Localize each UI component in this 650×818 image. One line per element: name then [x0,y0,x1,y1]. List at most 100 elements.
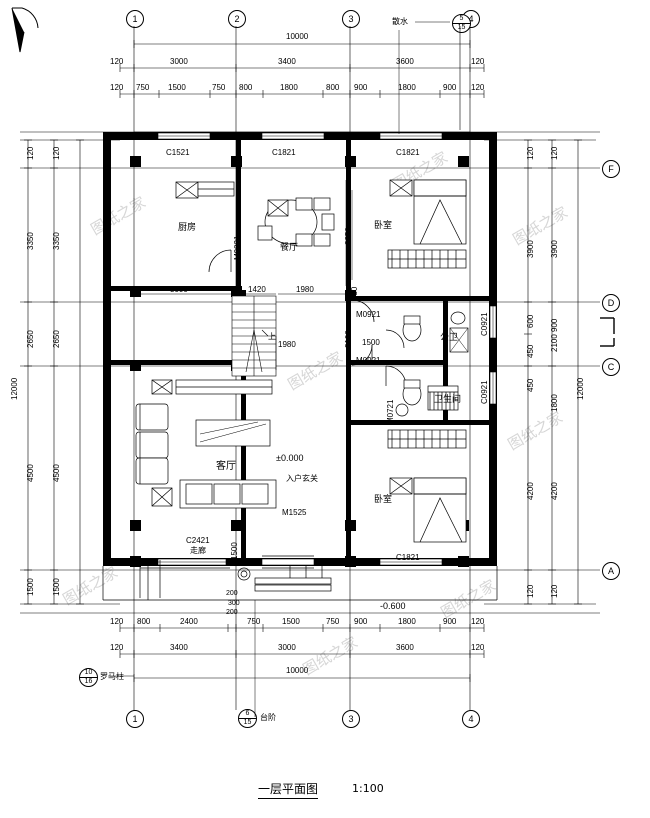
dim-bot1-750b: 750 [326,617,340,626]
room-label-bedroom-1: 卧室 [374,221,393,231]
door-tag-M0921-b: M0921 [356,310,381,319]
dim-right2-120b: 120 [550,584,559,598]
grid-bubble-4-bottom: 4 [462,710,480,728]
window-tag-C2421: C2421 [186,536,210,545]
dim-right2-3900: 3900 [550,240,559,258]
interior-dim-550: 550 [350,286,359,300]
dim-bot2-120b: 120 [471,643,485,652]
dim-left2-4500: 4500 [52,464,61,482]
window-tag-C1521: C1521 [166,148,190,157]
room-label-public-wc: 公卫 [440,333,459,343]
interior-dim-3350: 3350 [344,227,353,245]
dim-right1-120: 120 [526,146,535,160]
grid-bubble-1-top: 1 [126,10,144,28]
level-mark-porch: -0.600 [380,601,406,611]
room-label-bedroom-2: 卧室 [374,495,393,505]
dim-right-overall: 12000 [576,377,585,400]
dim-bot2-3600: 3600 [396,643,414,652]
callout-label-luomazhu: 罗马柱 [100,672,124,681]
dim-left1-2650: 2650 [26,330,35,348]
window-tag-C0921-b: C0921 [480,380,489,404]
level-mark-ground: ±0.000 [276,453,304,463]
room-label-living: 客厅 [216,461,236,472]
dim-right2-2100: 2100 [550,334,559,352]
window-tag-C0921-a: C0921 [480,312,489,336]
window-tag-C1821-a: C1821 [272,148,296,157]
dim-left2-3350: 3350 [52,232,61,250]
dim-right1-3900: 3900 [526,240,535,258]
dim-right2-120: 120 [550,146,559,160]
dim-top2-1800: 1800 [280,83,298,92]
dim-right2-1800: 1800 [550,394,559,412]
dim-bot-overall: 10000 [286,666,309,675]
interior-dim-3000: 3000 [170,285,188,294]
callout-top: 6 [245,710,250,717]
dim-top-overall: 10000 [286,32,309,41]
door-tag-M1525: M1525 [282,508,307,517]
dim-right1-600: 600 [526,314,535,328]
dim-bot1-1800: 1800 [398,617,416,626]
interior-dim-1980: 1980 [296,285,314,294]
interior-dim-1980b: 1980 [278,340,296,349]
room-label-kitchen: 厨房 [178,223,197,233]
callout-bubble-taijie: 6 15 [238,709,257,728]
grid-bubble-D: D [602,294,620,312]
grid-bubble-A: A [602,562,620,580]
interior-dim-1420: 1420 [248,285,266,294]
dim-bot1-750: 750 [247,617,261,626]
dim-top-120-left: 120 [110,57,124,66]
dim-top2-900b: 900 [443,83,457,92]
dim-top2-1500: 1500 [168,83,186,92]
dim-right1-450: 450 [526,344,535,358]
interior-dim-2100: 2100 [344,330,353,348]
dim-bot2-120: 120 [110,643,124,652]
dim-left2-1500: 1500 [52,578,61,596]
dim-right1-4200: 4200 [526,482,535,500]
callout-label-taijie: 台阶 [260,713,276,722]
dim-top2-900: 900 [354,83,368,92]
dim-left1-4500: 4500 [26,464,35,482]
callout-bottom: 15 [239,718,256,727]
dim-bot1-900b: 900 [443,617,457,626]
room-label-entry-foyer: 入户玄关 [286,474,318,483]
dim-top2-800b: 800 [326,83,340,92]
dim-bot1-300: 300 [228,600,240,607]
dim-bot1-120b: 120 [471,617,485,626]
dim-top2-750b: 750 [212,83,226,92]
grid-bubble-1-bottom: 1 [126,710,144,728]
grid-bubble-F: F [602,160,620,178]
dim-left2-2650: 2650 [52,330,61,348]
drawing-scale: 1:100 [352,782,384,795]
callout-bubble-sanshui: 5 15 [452,14,471,33]
callout-bottom: 16 [80,677,97,686]
dim-left2-120: 120 [52,146,61,160]
door-tag-M0921-a: M0921 [233,235,242,260]
room-label-corridor: 走廊 [190,546,206,555]
dim-right1-450b: 450 [526,378,535,392]
door-tag-M0921-c: M0921 [356,356,381,365]
dim-top2-120: 120 [110,83,124,92]
dim-top2-750: 750 [136,83,150,92]
grid-bubble-2-top: 2 [228,10,246,28]
interior-dim-200a: 200 [226,590,238,597]
callout-top: 5 [459,15,464,22]
interior-dim-1500: 1500 [362,338,380,347]
window-tag-C1821-c: C1821 [396,553,420,562]
callout-label-sanshui: 散水 [392,17,408,26]
room-label-dining: 餐厅 [280,243,299,253]
dim-bot2-3000: 3000 [278,643,296,652]
door-tag-M0721: M0721 [386,399,395,424]
callout-bubble-luomazhu: 10 16 [79,668,98,687]
dim-bot1-900: 900 [354,617,368,626]
room-label-bathroom: 卫生间 [434,395,462,405]
dim-top-3600: 3600 [396,57,414,66]
grid-bubble-C: C [602,358,620,376]
dim-top-120-right: 120 [471,57,485,66]
dim-right2-900: 900 [550,318,559,332]
callout-top: 10 [84,669,93,676]
interior-dim-1500b: 1500 [230,542,239,560]
drawing-title: 一层平面图 [258,780,319,799]
dim-top2-800: 800 [239,83,253,92]
dim-top2-120b: 120 [471,83,485,92]
